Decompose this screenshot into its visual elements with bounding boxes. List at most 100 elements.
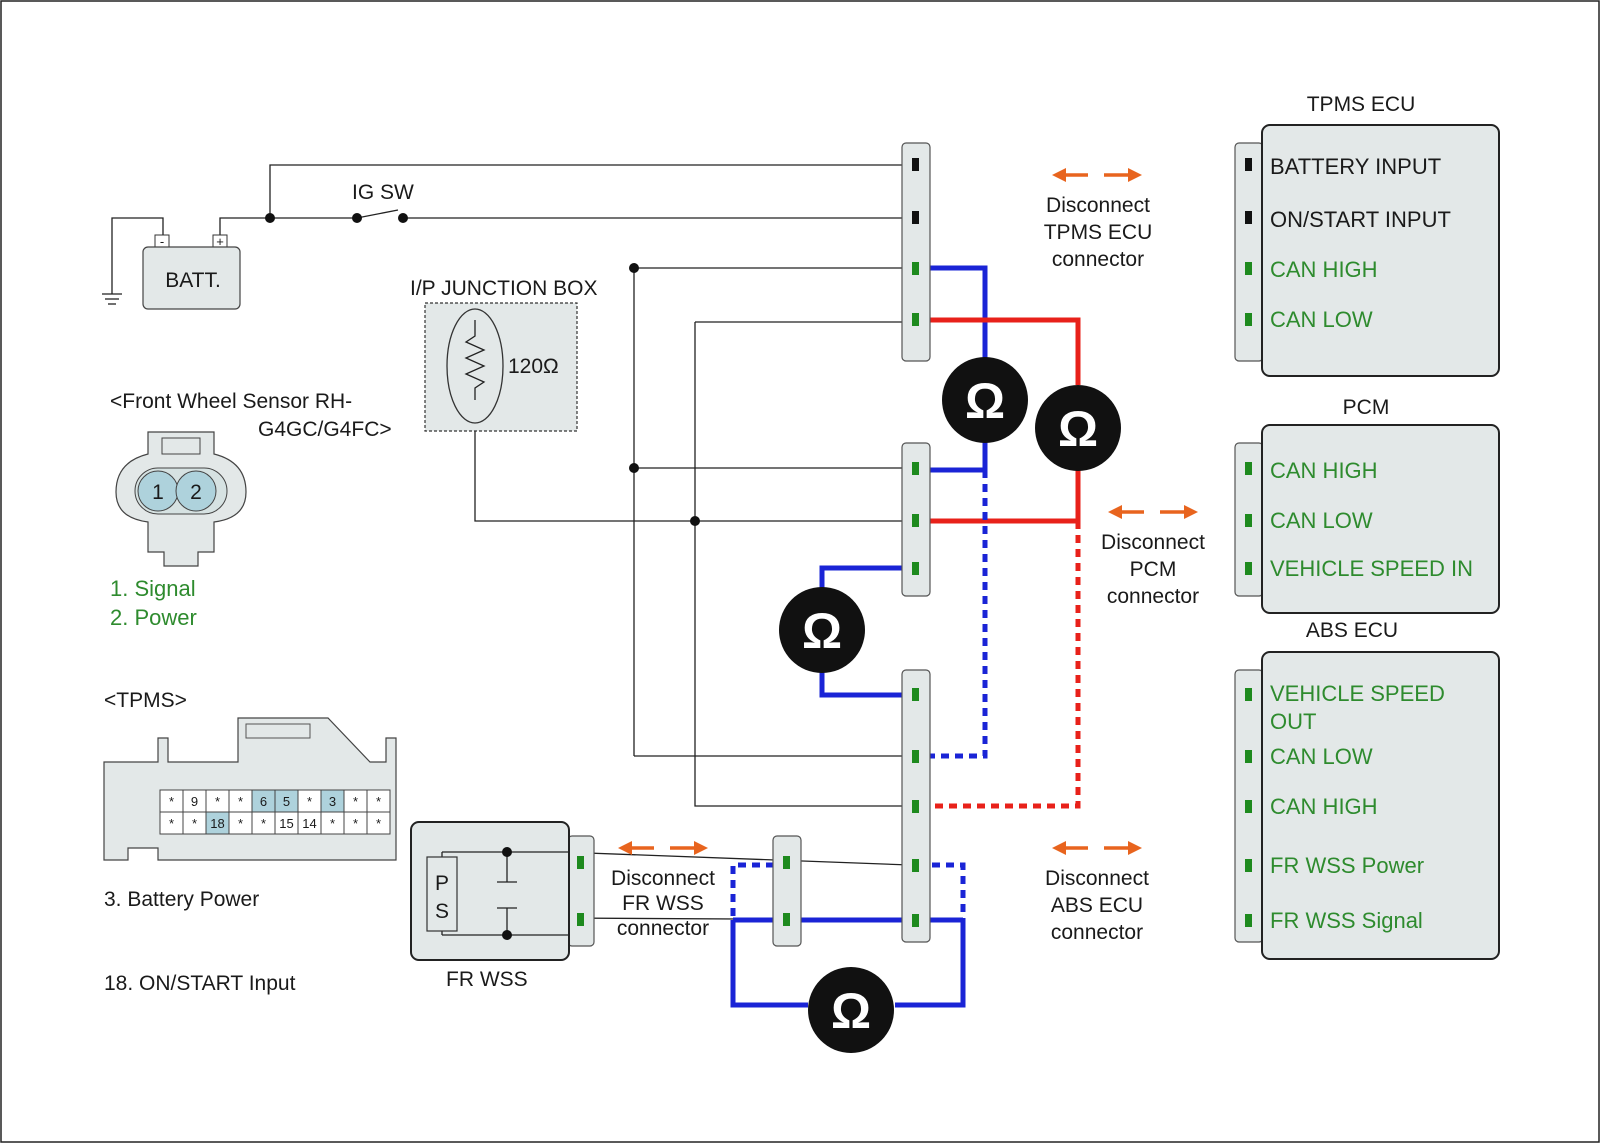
svg-text:connector: connector xyxy=(1051,921,1143,944)
abs-ecu-module: ABS ECU VEHICLE SPEED OUT CAN LOW CAN HI… xyxy=(1234,619,1500,960)
svg-text:Ω: Ω xyxy=(965,373,1005,429)
svg-text:ABS ECU: ABS ECU xyxy=(1051,894,1143,917)
tpms-pin-number: * xyxy=(192,816,197,831)
junction-box: I/P JUNCTION BOX 120Ω xyxy=(410,277,597,432)
tpms-pin-number: 5 xyxy=(283,794,290,809)
svg-text:Disconnect: Disconnect xyxy=(611,867,715,890)
tpms-pin-number: 9 xyxy=(191,794,198,809)
svg-text:-: - xyxy=(160,234,164,249)
tpms-pin-number: * xyxy=(238,816,243,831)
tpms-pin-can-low: CAN LOW xyxy=(1270,307,1373,332)
svg-text:1: 1 xyxy=(152,481,164,504)
double-arrow-icon xyxy=(1108,505,1198,519)
tpms-pin-number: * xyxy=(376,794,381,809)
tpms-pin-number: * xyxy=(215,794,220,809)
svg-text:connector: connector xyxy=(1052,248,1144,271)
ig-switch-label: IG SW xyxy=(352,181,414,204)
svg-text:PCM: PCM xyxy=(1130,558,1177,581)
abs-pin-fr-wss-signal: FR WSS Signal xyxy=(1270,908,1423,933)
double-arrow-icon xyxy=(1052,168,1142,182)
disconnect-fr-wss-label: Disconnect FR WSS connector xyxy=(611,867,715,940)
tpms-connector-title: <TPMS> xyxy=(104,689,187,712)
tpms-pin-battery-input: BATTERY INPUT xyxy=(1270,154,1441,179)
tpms-pin-cell xyxy=(366,811,391,835)
svg-text:Disconnect: Disconnect xyxy=(1046,194,1150,217)
abs-pin-fr-wss-power: FR WSS Power xyxy=(1270,853,1424,878)
battery-label: BATT. xyxy=(165,269,221,292)
battery-body xyxy=(142,246,241,310)
connector-strips xyxy=(772,142,931,947)
front-sensor-title-1: <Front Wheel Sensor RH- xyxy=(110,390,352,413)
tpms-pin-number: 18 xyxy=(210,816,224,831)
tpms-pin-number: 15 xyxy=(279,816,293,831)
connector-pins xyxy=(783,158,919,927)
tpms-pin-number: * xyxy=(169,816,174,831)
wire-can-high-tpms xyxy=(918,265,988,360)
pcm-pin-can-low: CAN LOW xyxy=(1270,508,1373,533)
front-sensor-pin-desc-2: 2. Power xyxy=(110,605,197,630)
tpms-pin-number: * xyxy=(307,794,312,809)
ohmmeter-can-high: Ω xyxy=(942,357,1028,443)
svg-text:P: P xyxy=(435,872,449,895)
abs-ecu-title: ABS ECU xyxy=(1306,619,1398,642)
tpms-ecu-module: TPMS ECU BATTERY INPUT ON/START INPUT CA… xyxy=(1234,93,1500,377)
abs-pin-can-high: CAN HIGH xyxy=(1270,794,1378,819)
tpms-pin-desc-1: 3. Battery Power xyxy=(104,888,259,911)
ig-switch-blade xyxy=(356,209,399,219)
junction-box-label: I/P JUNCTION BOX xyxy=(410,277,597,300)
tpms-ecu-title: TPMS ECU xyxy=(1307,93,1416,116)
front-sensor-pin-desc-1: 1. Signal xyxy=(110,576,196,601)
svg-text:2: 2 xyxy=(190,481,202,504)
tpms-pin-number: * xyxy=(376,816,381,831)
abs-pin-vehicle-speed: VEHICLE SPEED xyxy=(1270,681,1445,706)
tpms-pin-number: * xyxy=(261,816,266,831)
tpms-connector-strip[interactable] xyxy=(901,142,931,362)
tpms-pin-number: * xyxy=(169,794,174,809)
svg-text:Disconnect: Disconnect xyxy=(1045,867,1149,890)
tpms-pin-on-start-input: ON/START INPUT xyxy=(1270,207,1451,232)
resistor-icon xyxy=(464,320,486,400)
junction-dots xyxy=(265,213,700,526)
front-wheel-sensor: <Front Wheel Sensor RH- G4GC/G4FC> 1 2 1… xyxy=(110,390,392,630)
tpms-pin-number: 14 xyxy=(302,816,316,831)
fr-wss-inline-connector[interactable] xyxy=(772,835,802,947)
fr-wss-label: FR WSS xyxy=(446,968,528,991)
thin-wires xyxy=(102,164,911,921)
wire-can-low-abs-dashed xyxy=(918,521,1081,809)
measurement-wires xyxy=(730,265,1081,1008)
tpms-pin-number: 3 xyxy=(329,794,336,809)
front-sensor-title-2: G4GC/G4FC> xyxy=(258,418,392,441)
tpms-pin-number: * xyxy=(353,794,358,809)
ohmmeter-fr-wss: Ω xyxy=(808,967,894,1053)
pcm-pin-vehicle-speed-in: VEHICLE SPEED IN xyxy=(1270,556,1473,581)
svg-text:Ω: Ω xyxy=(831,983,871,1039)
pcm-module: PCM CAN HIGH CAN LOW VEHICLE SPEED IN xyxy=(1234,396,1500,614)
tpms-pin-number: 6 xyxy=(260,794,267,809)
abs-pin-vehicle-speed-out: OUT xyxy=(1270,709,1316,734)
disconnect-abs-label: Disconnect ABS ECU connector xyxy=(1045,867,1149,944)
ohmmeters: Ω Ω Ω Ω xyxy=(779,357,1121,1053)
fr-wss-ps-block xyxy=(426,856,458,932)
ohmmeter-can-low: Ω xyxy=(1035,385,1121,471)
ohmmeter-vehicle-speed: Ω xyxy=(779,587,865,673)
tpms-pin-number: * xyxy=(330,816,335,831)
tpms-pin-desc-2: 18. ON/START Input xyxy=(104,972,296,995)
tpms-pin-grid: * 9 * * 6 5 * 3 * * * * 18 * * 15 14 * * * xyxy=(159,789,391,835)
svg-text:connector: connector xyxy=(1107,585,1199,608)
pcm-title: PCM xyxy=(1343,396,1390,419)
disconnect-pcm-label: Disconnect PCM connector xyxy=(1101,531,1205,608)
battery: - + BATT. xyxy=(142,234,241,310)
tpms-pin-number: * xyxy=(353,816,358,831)
svg-text:Disconnect: Disconnect xyxy=(1101,531,1205,554)
abs-pin-can-low: CAN LOW xyxy=(1270,744,1373,769)
disconnect-labels: Disconnect TPMS ECU connector Disconnect… xyxy=(611,194,1205,944)
tpms-connector: <TPMS> * 9 * * 6 5 * 3 * * * * 18 * * 15 14 * * * 3. Batter… xyxy=(103,689,397,995)
tpms-pin-can-high: CAN HIGH xyxy=(1270,257,1378,282)
tpms-pin-number: * xyxy=(238,794,243,809)
disconnect-arrows xyxy=(618,168,1198,855)
fr-wss-sensor: P S FR WSS xyxy=(410,821,595,991)
svg-text:TPMS ECU: TPMS ECU xyxy=(1044,221,1153,244)
svg-text:connector: connector xyxy=(617,917,709,940)
